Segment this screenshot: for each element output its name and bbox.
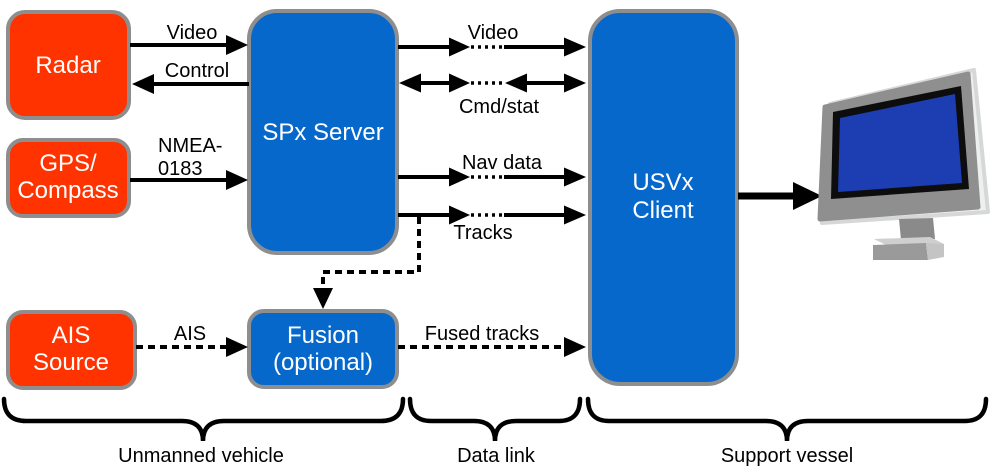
usvx-client-label-line1: USVx: [632, 169, 693, 196]
radar-control-label: Control: [165, 60, 229, 82]
edge-datalink-nav-data: Nav data: [398, 152, 586, 187]
group-data-link: Data link: [407, 396, 583, 467]
unmanned-vehicle-brace: [1, 396, 406, 442]
tracks-mid-arrowhead-icon: [449, 205, 470, 225]
usvx-client-label-line2: Client: [632, 197, 694, 224]
gps-nmea-label-line1: NMEA-: [158, 135, 222, 157]
spx-server-label: SPx Server: [262, 119, 383, 146]
gps-compass-label-line1: GPS/: [39, 150, 97, 177]
gps-compass-label-line2: Compass: [17, 177, 118, 204]
ais-feed-label: AIS: [174, 323, 206, 345]
edge-fused-tracks: Fused tracks: [398, 323, 586, 357]
edge-tracks-to-fusion: [313, 217, 421, 309]
client-display-arrowhead-icon: [793, 182, 822, 210]
data-link-label: Data link: [457, 445, 536, 467]
tracks-branch-arrowhead-icon: [313, 288, 333, 309]
group-unmanned-vehicle: Unmanned vehicle: [1, 396, 406, 467]
cmd-stat-label: Cmd/stat: [459, 96, 539, 118]
unmanned-vehicle-label: Unmanned vehicle: [118, 445, 284, 467]
ais-source-box: [6, 310, 137, 390]
cmd-stat-mid-left-arrowhead-icon: [505, 73, 527, 93]
monitor-icon: [817, 68, 990, 260]
edge-radar-video: Video: [130, 22, 248, 55]
fusion-label-line1: Fusion: [287, 322, 359, 349]
node-usvx-client: USVx Client: [588, 9, 739, 386]
group-support-vessel: Support vessel: [585, 396, 989, 467]
edge-ais-feed: AIS: [136, 323, 248, 357]
ais-feed-arrowhead-icon: [226, 337, 248, 357]
nav-data-label: Nav data: [462, 152, 543, 174]
tracks-label: Tracks: [453, 222, 512, 244]
monitor-base-front: [873, 243, 928, 260]
tracks-branch-path: [321, 217, 421, 292]
datalink-video-mid-arrowhead-icon: [449, 37, 470, 57]
nav-data-end-arrowhead-icon: [564, 167, 586, 187]
datalink-video-label: Video: [468, 22, 519, 44]
fused-tracks-arrowhead-icon: [564, 337, 586, 357]
support-vessel-brace: [585, 396, 989, 442]
monitor-screen: [838, 94, 962, 192]
radar-video-label: Video: [167, 22, 218, 44]
edge-datalink-cmd-stat: Cmd/stat: [399, 73, 586, 118]
ais-source-label-line2: Source: [33, 349, 109, 376]
spx-server-box: [247, 9, 399, 255]
monitor-neck: [899, 218, 935, 240]
node-fusion: Fusion (optional): [247, 309, 399, 389]
support-vessel-label: Support vessel: [721, 445, 853, 467]
usvx-client-box: [588, 9, 739, 386]
edge-datalink-video: Video: [398, 22, 586, 57]
cmd-stat-end-arrowhead-icon: [564, 73, 586, 93]
edge-datalink-tracks: Tracks: [398, 205, 586, 244]
cmd-stat-left-arrowhead-icon: [399, 73, 421, 93]
data-link-brace: [407, 396, 583, 442]
node-spx-server: SPx Server: [247, 9, 399, 255]
ais-source-label-line1: AIS: [52, 322, 91, 349]
gps-nmea-label-line2: 0183: [158, 158, 203, 180]
radar-control-arrowhead-icon: [132, 74, 154, 94]
gps-nmea-arrowhead-icon: [226, 170, 248, 190]
fusion-label-line2: (optional): [273, 349, 373, 376]
radar-box: [6, 10, 131, 120]
gps-compass-box: [6, 138, 131, 218]
node-gps-compass: GPS/ Compass: [6, 138, 131, 218]
tracks-end-arrowhead-icon: [564, 205, 586, 225]
edge-client-to-display: [738, 182, 822, 210]
monitor-base-side: [926, 243, 944, 260]
nav-data-mid-arrowhead-icon: [449, 167, 470, 187]
radar-video-arrowhead-icon: [226, 35, 248, 55]
radar-label: Radar: [35, 52, 100, 79]
node-radar: Radar: [6, 10, 131, 120]
cmd-stat-mid-right-arrowhead-icon: [449, 73, 470, 93]
fusion-box: [247, 309, 399, 389]
node-ais-source: AIS Source: [6, 310, 137, 390]
edge-radar-control: Control: [132, 60, 249, 94]
edge-gps-nmea: NMEA- 0183: [130, 135, 248, 190]
fused-tracks-label: Fused tracks: [425, 323, 539, 345]
datalink-video-end-arrowhead-icon: [564, 37, 586, 57]
